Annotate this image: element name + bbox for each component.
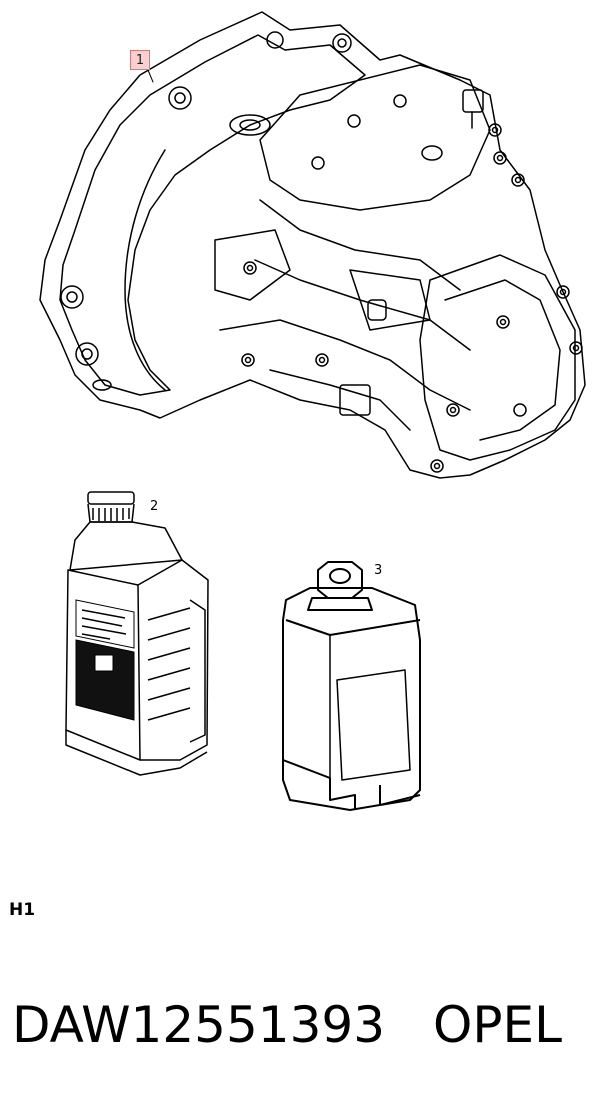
- group-label: H1: [9, 900, 36, 920]
- brand-name: OPEL: [433, 996, 562, 1054]
- callout-gearbox: 1: [130, 50, 150, 70]
- parts-illustration: [39, 11, 586, 811]
- oil-bottle-drawing: [65, 491, 209, 776]
- callout-fluid-bottle: 3: [374, 563, 383, 578]
- fluid-bottle-drawing: [282, 561, 421, 811]
- oil-bottle-label: [75, 599, 135, 721]
- part-number: DAW12551393: [12, 996, 386, 1054]
- gearbox-drawing: [39, 11, 586, 479]
- callout-oil-bottle: 2: [150, 499, 159, 514]
